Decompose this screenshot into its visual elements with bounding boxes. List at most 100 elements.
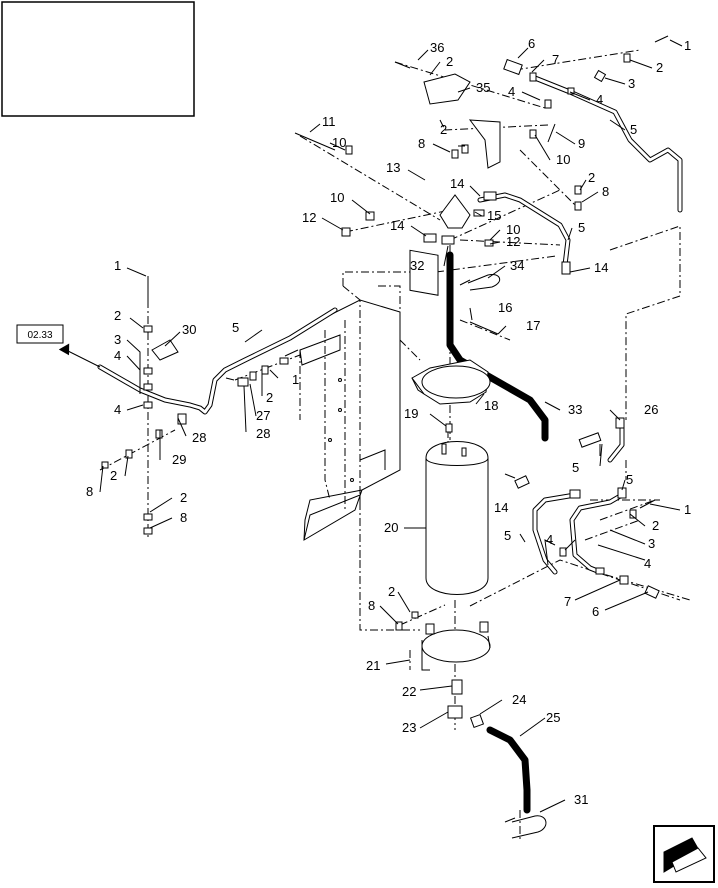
fittings (101, 53, 660, 631)
callout-5: 5 (626, 472, 633, 487)
drain-valve (447, 679, 485, 729)
air-tank (425, 441, 489, 595)
callout-33: 33 (568, 402, 582, 417)
callout-8: 8 (418, 136, 425, 151)
callout-2: 2 (656, 60, 663, 75)
mounting-bracket (299, 299, 401, 541)
callout-8: 8 (180, 510, 187, 525)
callout-4: 4 (114, 402, 121, 417)
callout-31: 31 (574, 792, 588, 807)
clip-31 (504, 815, 547, 839)
callout-14: 14 (594, 260, 608, 275)
callout-4: 4 (596, 92, 603, 107)
callout-2: 2 (388, 584, 395, 599)
callout-23: 23 (402, 720, 416, 735)
callout-22: 22 (402, 684, 416, 699)
callout-7: 7 (552, 52, 559, 67)
callout-27: 27 (256, 408, 270, 423)
callout-10: 10 (556, 152, 570, 167)
callout-2: 2 (266, 390, 273, 405)
callout-2: 2 (446, 54, 453, 69)
callout-28: 28 (192, 430, 206, 445)
pipe-lower-right-b (569, 492, 625, 575)
callout-4: 4 (644, 556, 651, 571)
callout-1: 1 (114, 258, 121, 273)
callout-12: 12 (302, 210, 316, 225)
callout-16: 16 (498, 300, 512, 315)
callout-29: 29 (172, 452, 186, 467)
callout-5: 5 (572, 460, 579, 475)
callout-7: 7 (564, 594, 571, 609)
callout-2: 2 (110, 468, 117, 483)
callout-3: 3 (628, 76, 635, 91)
callout-5: 5 (630, 122, 637, 137)
frame-outline (299, 225, 681, 670)
callout-36: 36 (430, 40, 444, 55)
clip-34 (459, 273, 501, 291)
callout-3: 3 (648, 536, 655, 551)
callout-4: 4 (114, 348, 121, 363)
callout-15: 15 (487, 208, 501, 223)
callout-2: 2 (440, 122, 447, 137)
callout-24: 24 (512, 692, 526, 707)
tank-strap-lower (421, 621, 491, 671)
callout-4: 4 (546, 532, 553, 547)
bolts (147, 35, 669, 509)
callout-labels: 36 6 1 2 7 2 3 35 4 4 5 11 10 8 2 9 10 1… (86, 36, 691, 807)
pipe-lower-right-a (532, 492, 578, 575)
callout-30: 30 (182, 322, 196, 337)
callout-14: 14 (450, 176, 464, 191)
pipe-vertical-right (607, 422, 625, 463)
callout-20: 20 (384, 520, 398, 535)
callout-6: 6 (592, 604, 599, 619)
callout-11: 11 (322, 114, 336, 129)
callout-10: 10 (506, 222, 520, 237)
callout-21: 21 (366, 658, 380, 673)
callout-14: 14 (494, 500, 508, 515)
next-page-icon[interactable] (653, 825, 715, 883)
callout-9: 9 (578, 136, 585, 151)
callout-25: 25 (546, 710, 560, 725)
callout-17: 17 (526, 318, 540, 333)
valve-assembly (409, 194, 471, 296)
title-box (1, 1, 195, 117)
callout-8: 8 (86, 484, 93, 499)
callout-2: 2 (588, 170, 595, 185)
callout-14: 14 (390, 218, 404, 233)
callout-35: 35 (476, 80, 490, 95)
reference-label: 02.33 (27, 330, 52, 341)
callout-2: 2 (180, 490, 187, 505)
callout-8: 8 (368, 598, 375, 613)
tank-strap-upper (411, 359, 491, 405)
callout-5: 5 (232, 320, 239, 335)
callout-1: 1 (292, 372, 299, 387)
callout-34: 34 (510, 258, 524, 273)
callout-18: 18 (484, 398, 498, 413)
callout-5: 5 (504, 528, 511, 543)
hose-25 (486, 726, 531, 814)
callout-26: 26 (644, 402, 658, 417)
leader-lines (99, 39, 683, 813)
callout-28: 28 (256, 426, 270, 441)
callout-1: 1 (684, 38, 691, 53)
callout-2: 2 (114, 308, 121, 323)
pipe-left (97, 307, 338, 415)
callout-12: 12 (506, 234, 520, 249)
callout-8: 8 (602, 184, 609, 199)
arrow-icon (58, 343, 70, 356)
callout-3: 3 (114, 332, 121, 347)
hose-33 (446, 251, 549, 442)
callout-13: 13 (386, 160, 400, 175)
callout-2: 2 (652, 518, 659, 533)
callout-10: 10 (332, 135, 346, 150)
bracket-35 (423, 73, 501, 169)
callout-19: 19 (404, 406, 418, 421)
callout-6: 6 (528, 36, 535, 51)
callout-5: 5 (578, 220, 585, 235)
callout-4: 4 (508, 84, 515, 99)
callout-32: 32 (410, 258, 424, 273)
reference-02-33[interactable]: 02.33 (16, 324, 101, 368)
callout-1: 1 (684, 502, 691, 517)
callout-10: 10 (330, 190, 344, 205)
